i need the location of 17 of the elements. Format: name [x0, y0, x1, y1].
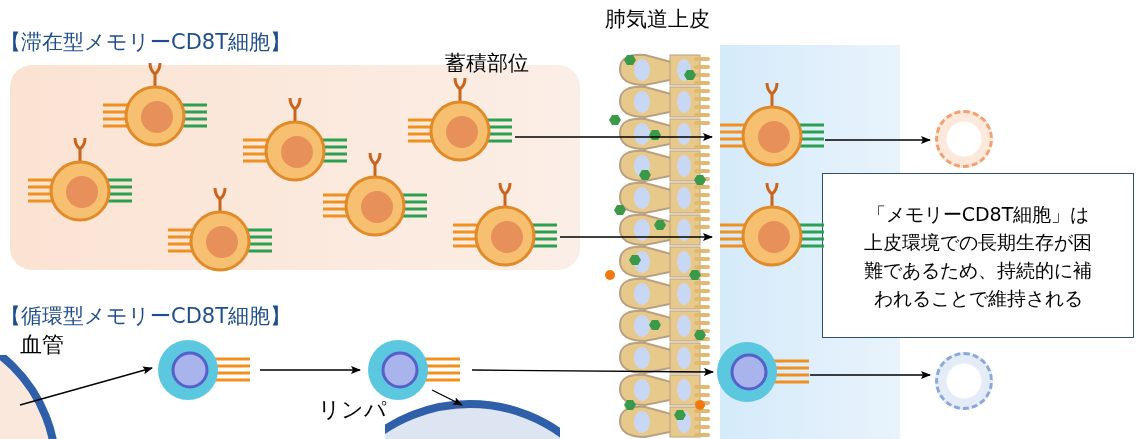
arrow: [19, 366, 153, 406]
area-title: 蓄積部位: [445, 50, 529, 77]
arrow: [824, 136, 931, 144]
lymph-label: リンパ: [318, 396, 387, 424]
faded-cell-icon: [935, 352, 993, 410]
vessel-label: 血管: [20, 331, 64, 359]
arrow: [809, 371, 931, 379]
section-heading: 【循環型メモリーCD8T細胞】: [0, 303, 292, 330]
faded-cell-icon: [935, 110, 993, 168]
note-box: 「メモリーCD8T細胞」は上皮環境での長期生存が困難であるため、持続的に補われることで維持される: [822, 173, 1134, 338]
arrow: [514, 133, 713, 141]
section-heading: 【滞在型メモリーCD8T細胞】: [0, 29, 292, 56]
arrow: [431, 389, 463, 406]
arrow: [471, 367, 714, 376]
arrow: [559, 233, 713, 241]
arrow: [259, 366, 361, 374]
tissue-title: 肺気道上皮: [605, 6, 710, 33]
